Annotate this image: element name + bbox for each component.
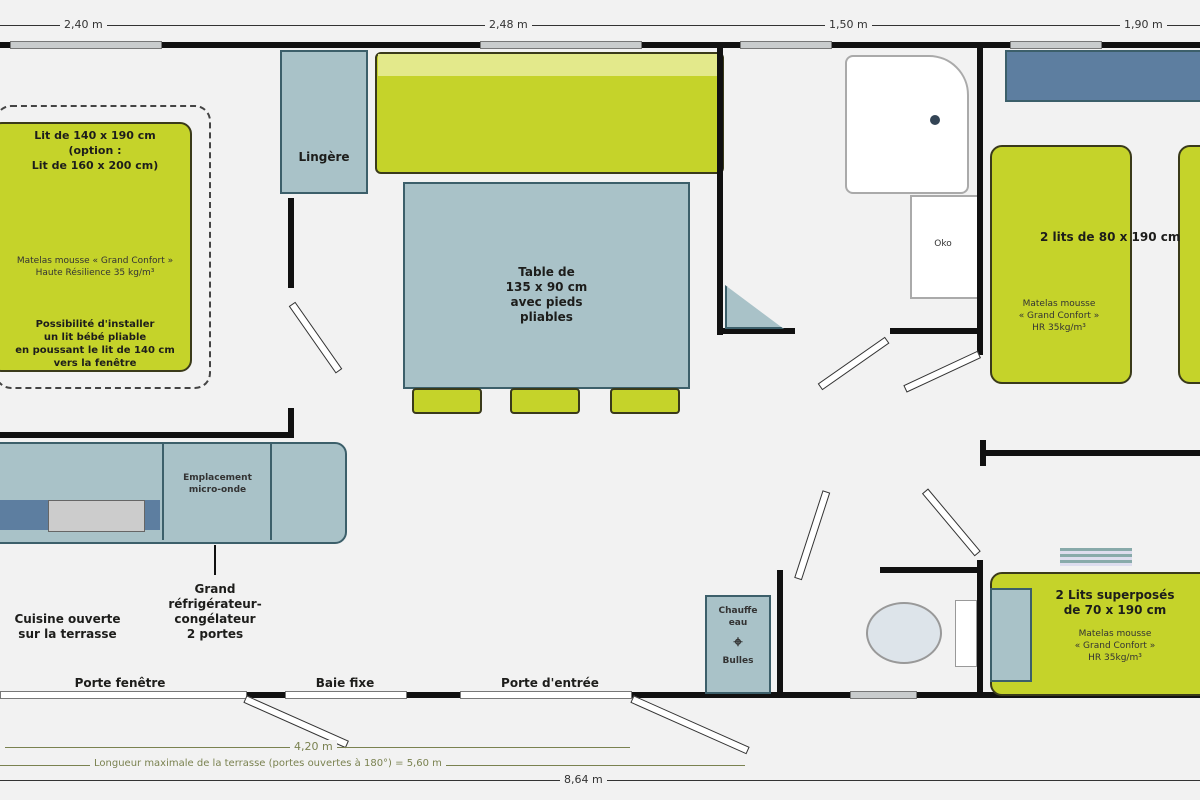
- water-heater-label: Chauffe: [718, 606, 758, 616]
- window: [850, 691, 917, 699]
- mattress-text: Matelas mousse: [1078, 629, 1152, 639]
- bed-option-outline: [0, 105, 211, 389]
- arrow-icon: [214, 545, 216, 575]
- table-label: Table de: [518, 265, 575, 279]
- linen-cupboard: [280, 50, 368, 194]
- window: [10, 41, 162, 49]
- mattress-text: HR 35kg/m³: [1088, 653, 1142, 663]
- total-dim: 8,64 m: [560, 773, 607, 786]
- table-label: pliables: [520, 310, 573, 324]
- wall: [890, 328, 980, 334]
- bunk-title: de 70 x 190 cm: [1063, 603, 1167, 617]
- wardrobe: [1005, 50, 1200, 102]
- dim-2: 2,48 m: [485, 18, 532, 31]
- baby-note: en poussant le lit de 140 cm: [15, 345, 175, 356]
- wall: [288, 198, 294, 288]
- chair: [510, 388, 580, 414]
- door-leaf: [921, 488, 981, 557]
- wall: [717, 328, 795, 334]
- french-door: [0, 691, 247, 699]
- terrace-max-dim: Longueur maximale de la terrasse (portes…: [90, 758, 446, 769]
- entry-door-label: Porte d'entrée: [501, 676, 599, 690]
- dim-3: 1,50 m: [825, 18, 872, 31]
- divider: [270, 442, 272, 540]
- door-leaf: [817, 336, 890, 391]
- bunk-cabinet: [990, 588, 1032, 682]
- french-door-label: Porte fenêtre: [74, 676, 166, 690]
- shower: [845, 55, 969, 194]
- wall: [0, 432, 294, 438]
- window: [1010, 41, 1102, 49]
- wall: [717, 45, 723, 335]
- baby-note: Possibilité d'installer: [35, 319, 155, 330]
- kitchen-label: sur la terrasse: [18, 627, 117, 641]
- toilet-tank: [955, 600, 977, 667]
- water-heater-label: Bulles: [722, 656, 754, 666]
- twin-bed: [990, 145, 1132, 384]
- wall: [880, 567, 980, 573]
- twin-beds-title: 2 lits de 80 x 190 cm: [1040, 230, 1181, 244]
- fridge-label: congélateur: [174, 612, 256, 626]
- toilet: [866, 602, 942, 664]
- baby-note: vers la fenêtre: [53, 358, 137, 369]
- cabinet: [725, 285, 784, 329]
- wall: [288, 408, 294, 438]
- window: [740, 41, 832, 49]
- twin-bed: [1178, 145, 1200, 384]
- mattress-text: Haute Résilience 35 kg/m³: [35, 268, 155, 278]
- hob-icon: [48, 500, 145, 532]
- mattress-text: HR 35kg/m³: [1032, 323, 1086, 333]
- table-label: avec pieds: [510, 295, 583, 309]
- entry-door: [460, 691, 632, 699]
- bunk-title: 2 Lits superposés: [1055, 588, 1175, 602]
- mattress-text: « Grand Confort »: [1018, 311, 1100, 321]
- dim-4: 1,90 m: [1120, 18, 1167, 31]
- table-label: 135 x 90 cm: [505, 280, 588, 294]
- window: [480, 41, 642, 49]
- wall: [980, 450, 1200, 456]
- terrace-open-dim: 4,20 m: [290, 740, 337, 753]
- baby-note: un lit bébé pliable: [43, 332, 147, 343]
- fixed-bay-label: Baie fixe: [315, 676, 375, 690]
- mattress-text: Matelas mousse: [1022, 299, 1096, 309]
- water-heater: [705, 595, 771, 694]
- wall: [777, 570, 783, 695]
- wall: [980, 440, 986, 466]
- dim-1: 2,40 m: [60, 18, 107, 31]
- fridge-label: 2 portes: [186, 627, 244, 641]
- door-leaf: [288, 301, 343, 374]
- fridge-label: réfrigérateur-: [168, 597, 262, 611]
- mattress-text: « Grand Confort »: [1074, 641, 1156, 651]
- washbasin-label: Oko: [934, 239, 952, 249]
- mattress-text: Matelas mousse « Grand Confort »: [16, 256, 174, 266]
- drain-icon: [930, 115, 940, 125]
- microwave-label: micro-onde: [188, 485, 247, 495]
- chair: [412, 388, 482, 414]
- crosshair-icon: ⌖: [733, 632, 743, 651]
- bed-title: Lit de 160 x 200 cm): [31, 159, 159, 172]
- bed-title: Lit de 140 x 190 cm: [34, 129, 156, 142]
- wall: [977, 45, 983, 355]
- top-dimension-line: [0, 25, 1200, 26]
- water-heater-label: eau: [728, 618, 748, 628]
- door-leaf: [903, 350, 982, 393]
- kitchen-label: Cuisine ouverte: [14, 612, 121, 626]
- door-leaf: [794, 490, 831, 581]
- fixed-bay: [285, 691, 407, 699]
- door-leaf: [630, 695, 750, 755]
- bed-title: (option :: [68, 144, 122, 157]
- microwave-label: Emplacement: [183, 473, 252, 483]
- linen-label: Lingère: [298, 150, 350, 164]
- chair: [610, 388, 680, 414]
- divider: [162, 442, 164, 540]
- ladder: [1060, 548, 1132, 566]
- wall: [977, 560, 983, 695]
- sofa-back: [378, 54, 717, 76]
- fridge-label: Grand: [194, 582, 236, 596]
- master-bed: [0, 122, 192, 372]
